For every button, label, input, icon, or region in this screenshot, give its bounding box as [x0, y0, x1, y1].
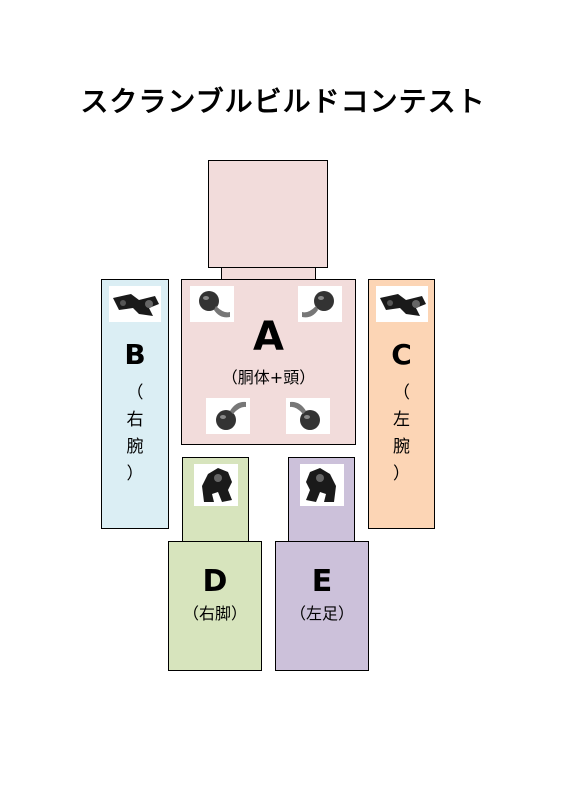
part-a-label: （胴体+頭）	[221, 368, 316, 387]
part-d-label: （右脚）	[182, 604, 247, 623]
part-a-letter: A	[253, 314, 284, 360]
part-e-left-leg: E （左足）	[275, 541, 369, 671]
part-b-letter: B	[124, 338, 146, 371]
ball-joint-icon	[206, 398, 250, 434]
part-e-upper-leg	[288, 457, 355, 542]
part-b-label-char: ）	[126, 464, 144, 484]
part-b-label-char: （	[126, 383, 144, 403]
part-b-label-char: 腕	[126, 437, 144, 457]
ball-joint-icon	[286, 398, 330, 434]
part-c-left-arm: C （ 左 腕 ）	[368, 279, 435, 529]
part-d-right-leg: D （右脚）	[168, 541, 262, 671]
diagram-title: スクランブルビルドコンテスト	[80, 85, 486, 118]
part-e-label: （左足）	[289, 604, 354, 623]
ball-joint-icon	[190, 286, 234, 322]
part-a-torso: A （胴体+頭）	[181, 279, 356, 445]
leg-joint-icon	[300, 464, 344, 506]
part-c-label-char: 腕	[393, 437, 410, 457]
part-c-label: （ 左 腕 ）	[369, 380, 434, 488]
part-b-label-char: 右	[126, 410, 144, 430]
part-d-letter: D	[202, 564, 228, 599]
head-block	[208, 160, 328, 268]
ball-joint-icon	[298, 286, 342, 322]
part-c-letter: C	[391, 338, 412, 371]
part-d-upper-leg	[182, 457, 249, 542]
part-c-label-char: （	[393, 383, 410, 403]
arm-joint-icon	[109, 286, 161, 322]
leg-joint-icon	[194, 464, 238, 506]
part-b-right-arm: B （ 右 腕 ）	[101, 279, 169, 529]
part-c-label-char: 左	[393, 410, 410, 430]
part-e-letter: E	[311, 564, 333, 599]
part-b-label: （ 右 腕 ）	[102, 380, 168, 488]
arm-joint-icon	[376, 286, 428, 322]
part-c-label-char: ）	[393, 464, 410, 484]
